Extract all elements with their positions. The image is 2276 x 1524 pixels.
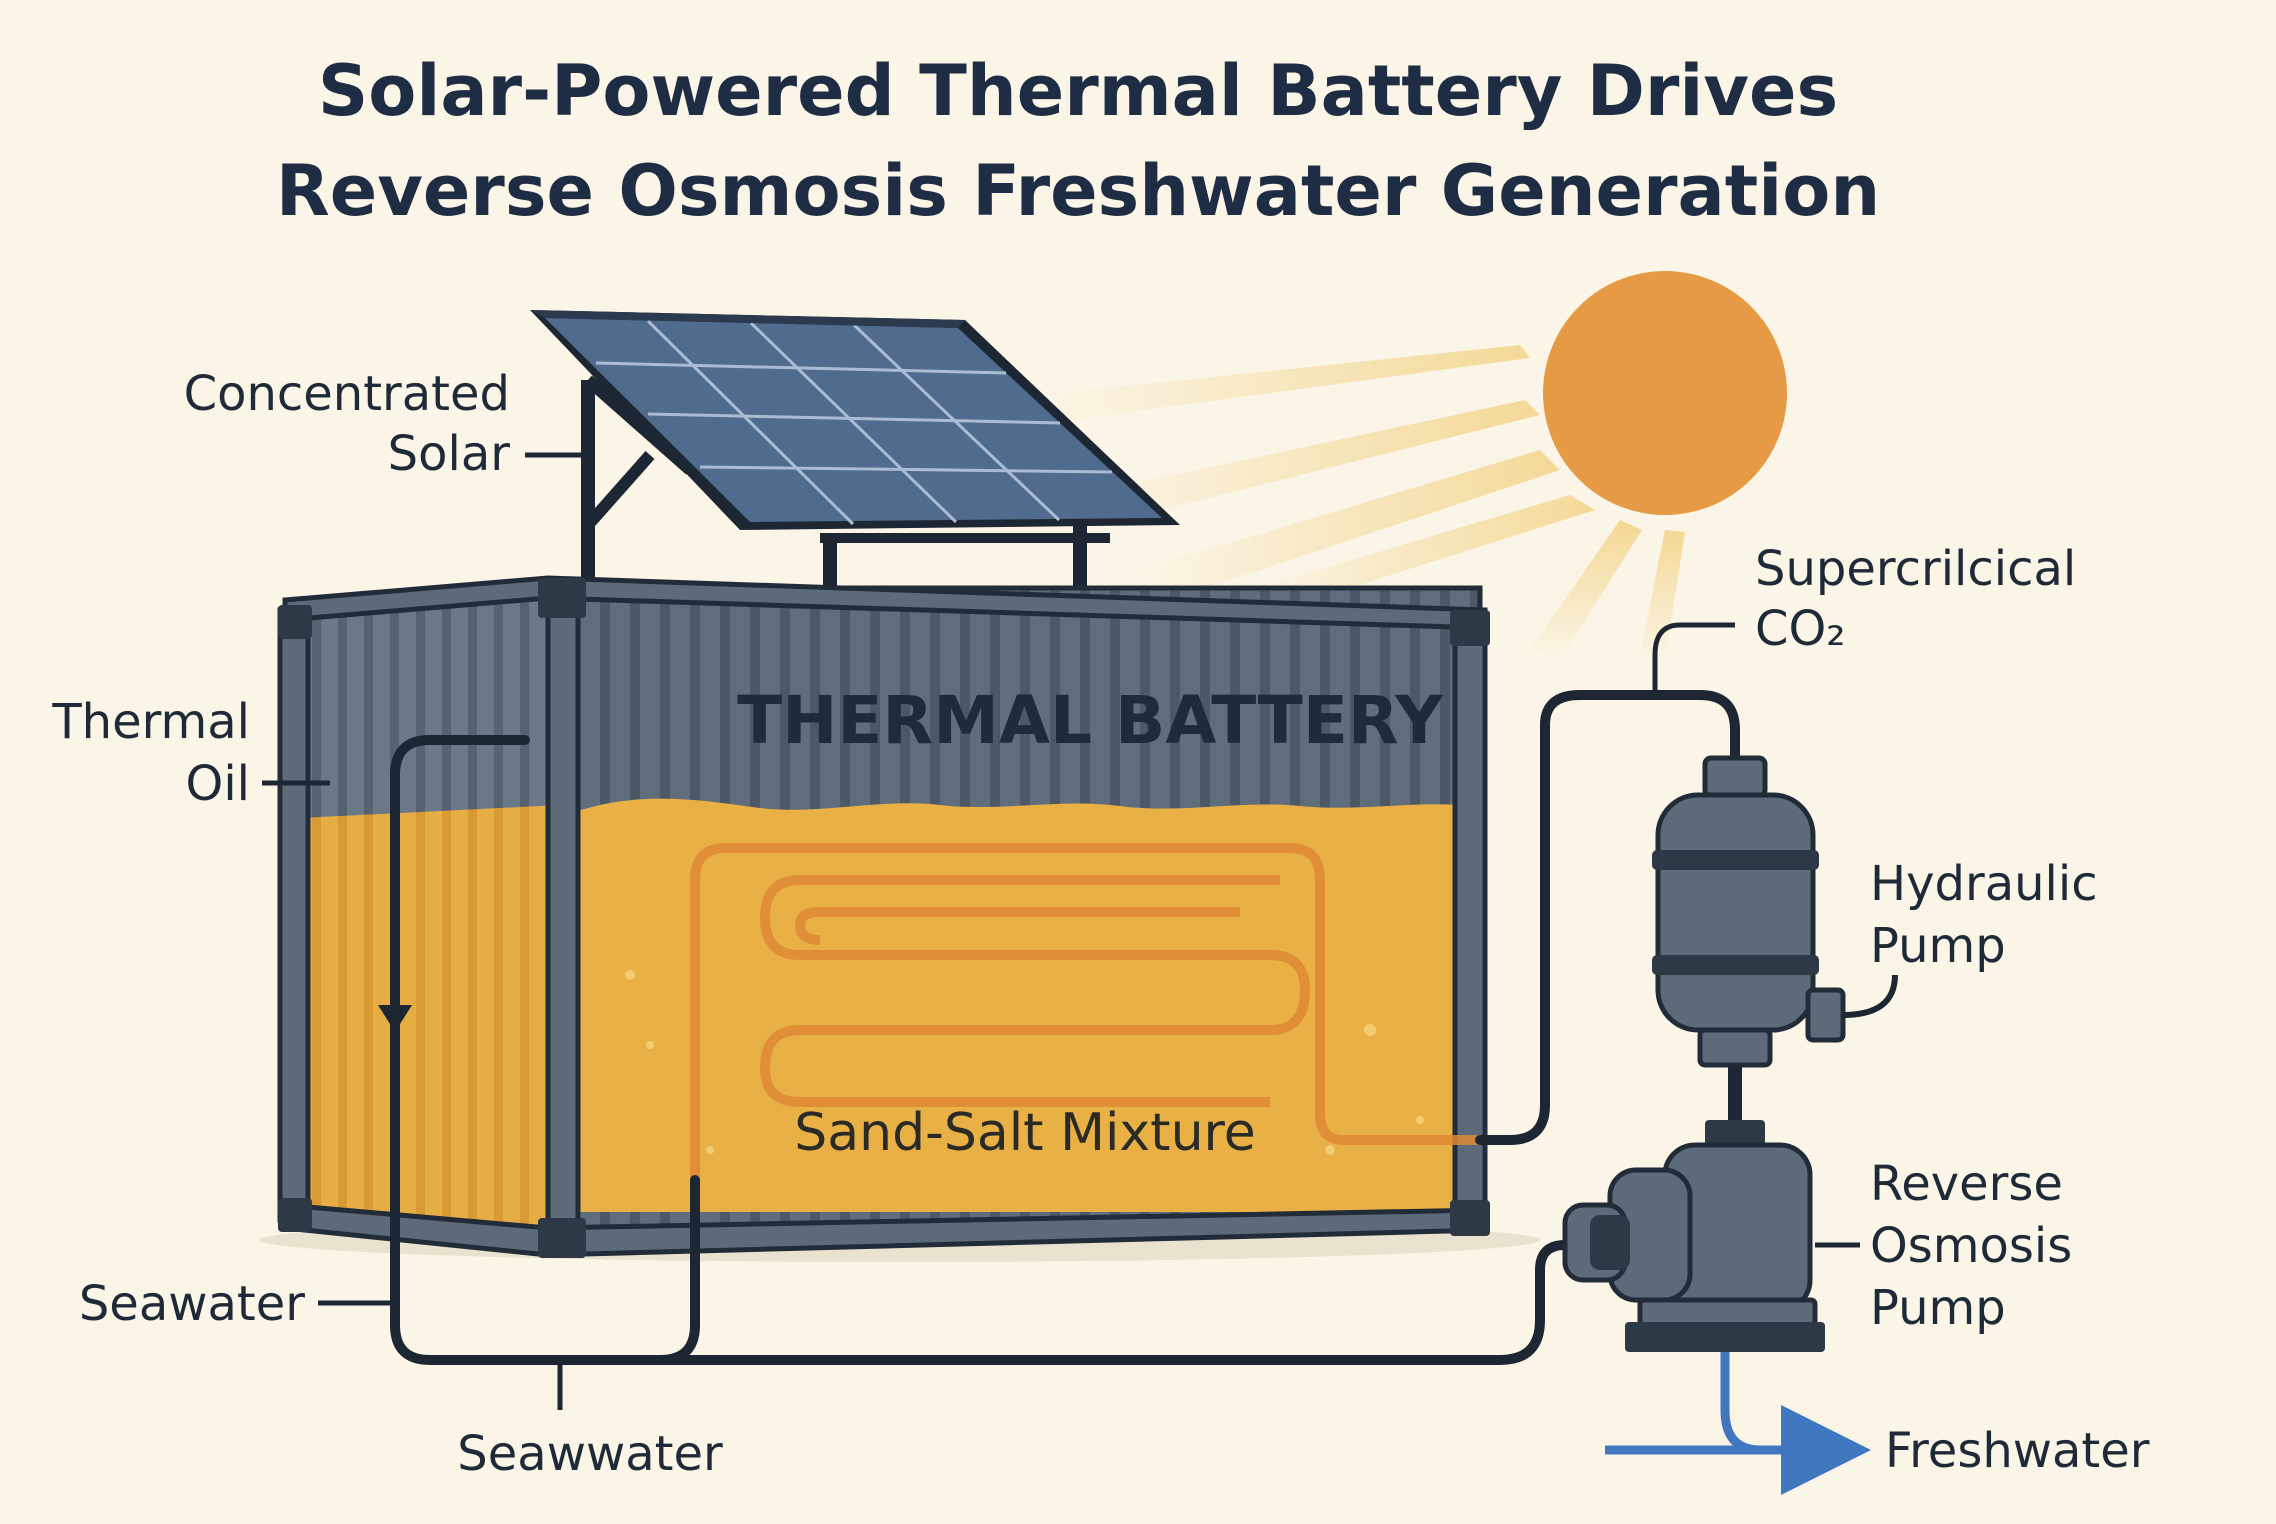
freshwater-pipe bbox=[1720, 1352, 1845, 1455]
thermal-oil-label-2: Oil bbox=[186, 756, 250, 812]
battery-title: THERMAL BATTERY bbox=[737, 682, 1444, 759]
thermal-battery-container: THERMAL BATTERY Sand-Salt Mixture bbox=[260, 575, 1540, 1262]
concentrated-solar-label-2: Solar bbox=[388, 426, 511, 482]
hydraulic-pump-icon bbox=[1652, 755, 1898, 1148]
mixture-label: Sand-Salt Mixture bbox=[794, 1103, 1256, 1163]
hydraulic-pump-label-1: Hydraulic bbox=[1870, 856, 2098, 912]
thermal-oil-label-1: Thermal bbox=[51, 694, 250, 750]
ro-pump-label-2: Osmosis bbox=[1870, 1218, 2072, 1274]
co2-pipe bbox=[1475, 690, 1740, 1145]
hydraulic-pump-label-2: Pump bbox=[1870, 918, 2006, 974]
seawater-pipe bbox=[655, 1240, 1570, 1365]
concentrated-solar-label-1: Concentrated bbox=[184, 366, 510, 422]
supercritical-label-2: CO₂ bbox=[1755, 601, 1846, 657]
ro-pump-label-1: Reverse bbox=[1870, 1156, 2063, 1212]
supercritical-leader bbox=[1652, 622, 1735, 695]
seawater-left-label: Seawater bbox=[79, 1276, 305, 1332]
seawater-bottom-label: Seawwater bbox=[457, 1426, 723, 1482]
freshwater-label: Freshwater bbox=[1885, 1423, 2150, 1479]
title-line-1: Solar-Powered Thermal Battery Drives bbox=[318, 50, 1838, 132]
flow-arrow bbox=[378, 1005, 412, 1032]
title-line-2: Reverse Osmosis Freshwater Generation bbox=[276, 150, 1880, 232]
supercritical-label-1: Supercrilcical bbox=[1755, 541, 2076, 597]
ro-pump-icon bbox=[1562, 1142, 1825, 1352]
solar-panel-icon bbox=[530, 310, 1180, 595]
sun-rays bbox=[1040, 345, 1685, 660]
ro-pump-label-3: Pump bbox=[1870, 1280, 2006, 1336]
thermal-oil-pipe bbox=[390, 735, 700, 1365]
sun-icon bbox=[1543, 271, 1787, 515]
